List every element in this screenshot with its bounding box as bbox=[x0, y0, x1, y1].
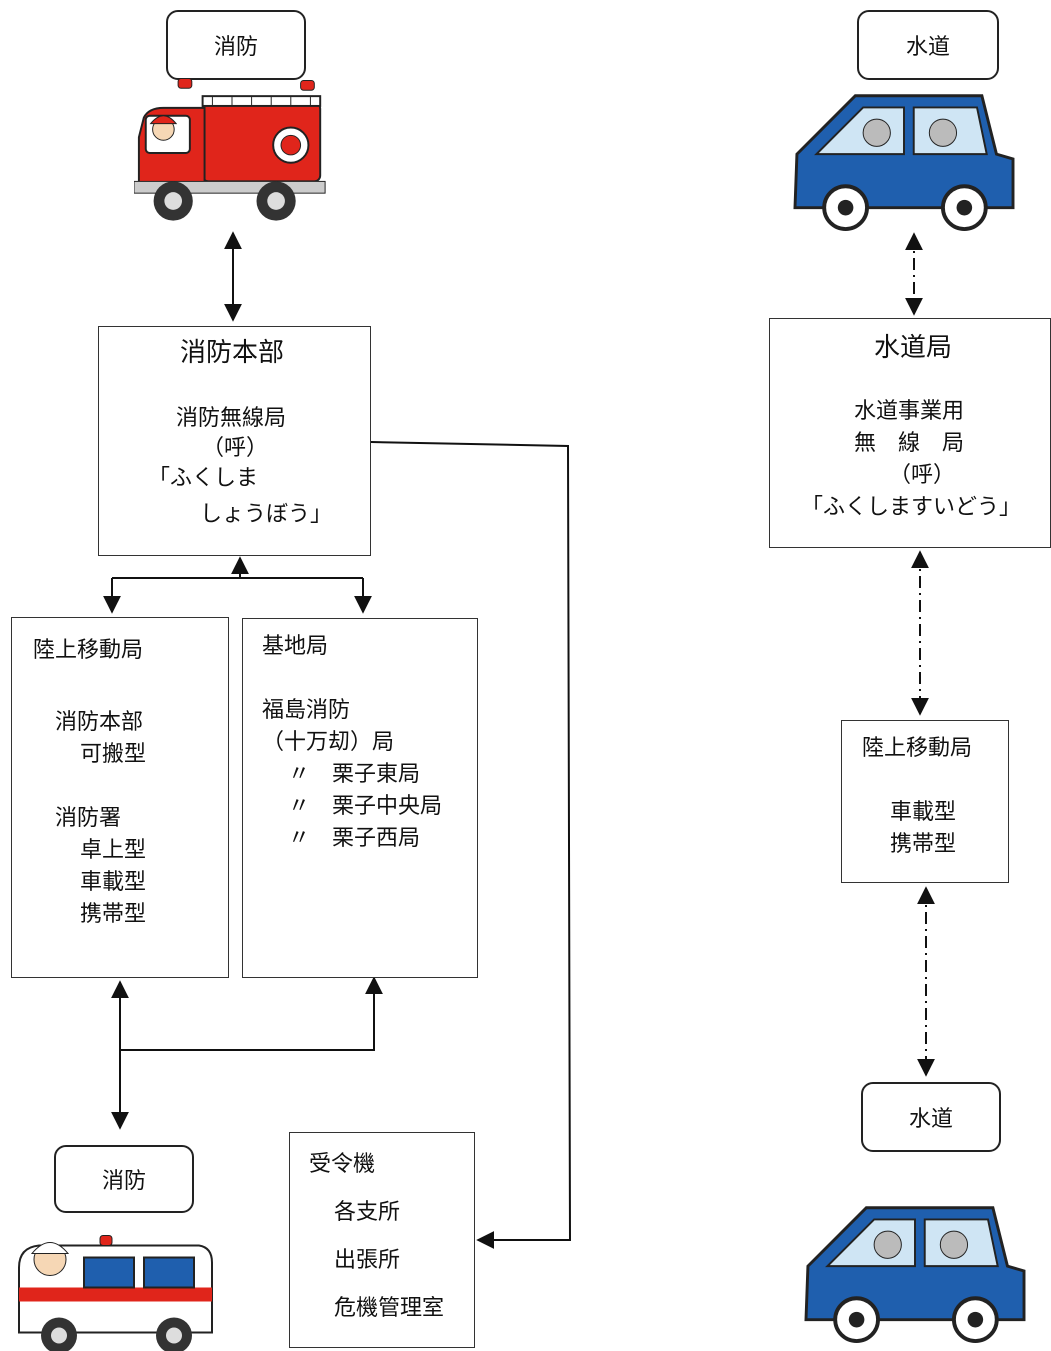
fire-receiver-title: 受令機 bbox=[309, 1152, 376, 1177]
water-car-icon-bottom bbox=[804, 1206, 1026, 1344]
fire-top-label: 消防 bbox=[166, 10, 306, 80]
fire-hq-line4: しょうぼう」 bbox=[200, 502, 333, 527]
water-bottom-label: 水道 bbox=[861, 1082, 1001, 1152]
fire-land-mobile-l1: 消防本部 bbox=[55, 710, 144, 735]
fire-land-mobile-l3: 消防署 bbox=[55, 806, 122, 831]
fire-land-mobile-l4: 卓上型 bbox=[80, 838, 147, 863]
fire-receiver-l1: 各支所 bbox=[334, 1200, 401, 1225]
water-car-icon bbox=[793, 94, 1015, 232]
fire-hq-line2: （呼） bbox=[202, 436, 269, 461]
fire-base-r2: 〃 栗子中央局 bbox=[288, 794, 443, 819]
fire-land-mobile-l6: 携帯型 bbox=[80, 902, 147, 927]
fire-receiver-l2: 出張所 bbox=[334, 1248, 401, 1273]
water-land-mobile-l1: 車載型 bbox=[890, 800, 957, 825]
water-bureau-title: 水道局 bbox=[874, 333, 953, 363]
fire-base-r3: 〃 栗子西局 bbox=[288, 826, 421, 851]
fire-base-r1: 〃 栗子東局 bbox=[288, 762, 421, 787]
fire-base-title: 基地局 bbox=[262, 634, 329, 659]
water-bureau-l3: （呼） bbox=[889, 463, 956, 488]
water-land-mobile-l2: 携帯型 bbox=[890, 832, 957, 857]
water-bureau-l2: 無 線 局 bbox=[854, 431, 965, 456]
fire-land-mobile-title: 陸上移動局 bbox=[33, 638, 144, 663]
fire-receiver-box bbox=[289, 1132, 475, 1348]
fire-base-box bbox=[242, 618, 478, 978]
fire-hq-box bbox=[98, 326, 371, 556]
fire-land-mobile-l5: 車載型 bbox=[80, 870, 147, 895]
water-bureau-l1: 水道事業用 bbox=[854, 399, 965, 424]
water-land-mobile-box bbox=[841, 720, 1009, 883]
hq-receiver-line bbox=[370, 441, 572, 1249]
fire-base-l1: 福島消防 bbox=[262, 698, 351, 723]
fire-hq-line3: 「ふくしま bbox=[148, 466, 259, 491]
fire-bottom-label: 消防 bbox=[54, 1145, 194, 1213]
water-top-label: 水道 bbox=[857, 10, 999, 80]
fire-hq-line1: 消防無線局 bbox=[176, 406, 287, 431]
ambulance-icon bbox=[18, 1235, 213, 1351]
fire-receiver-l3: 危機管理室 bbox=[334, 1296, 445, 1321]
fire-land-mobile-l2: 可搬型 bbox=[80, 742, 147, 767]
fire-base-l2: （十万刧）局 bbox=[262, 730, 395, 755]
water-bureau-box bbox=[769, 318, 1051, 548]
fire-land-mobile-box bbox=[11, 617, 229, 978]
water-bureau-l4: 「ふくしますいどう」 bbox=[801, 495, 1022, 520]
fire-truck-icon bbox=[134, 78, 326, 221]
fire-hq-title: 消防本部 bbox=[180, 338, 285, 368]
base-join-line bbox=[120, 976, 383, 1051]
water-land-mobile-title: 陸上移動局 bbox=[862, 736, 973, 761]
